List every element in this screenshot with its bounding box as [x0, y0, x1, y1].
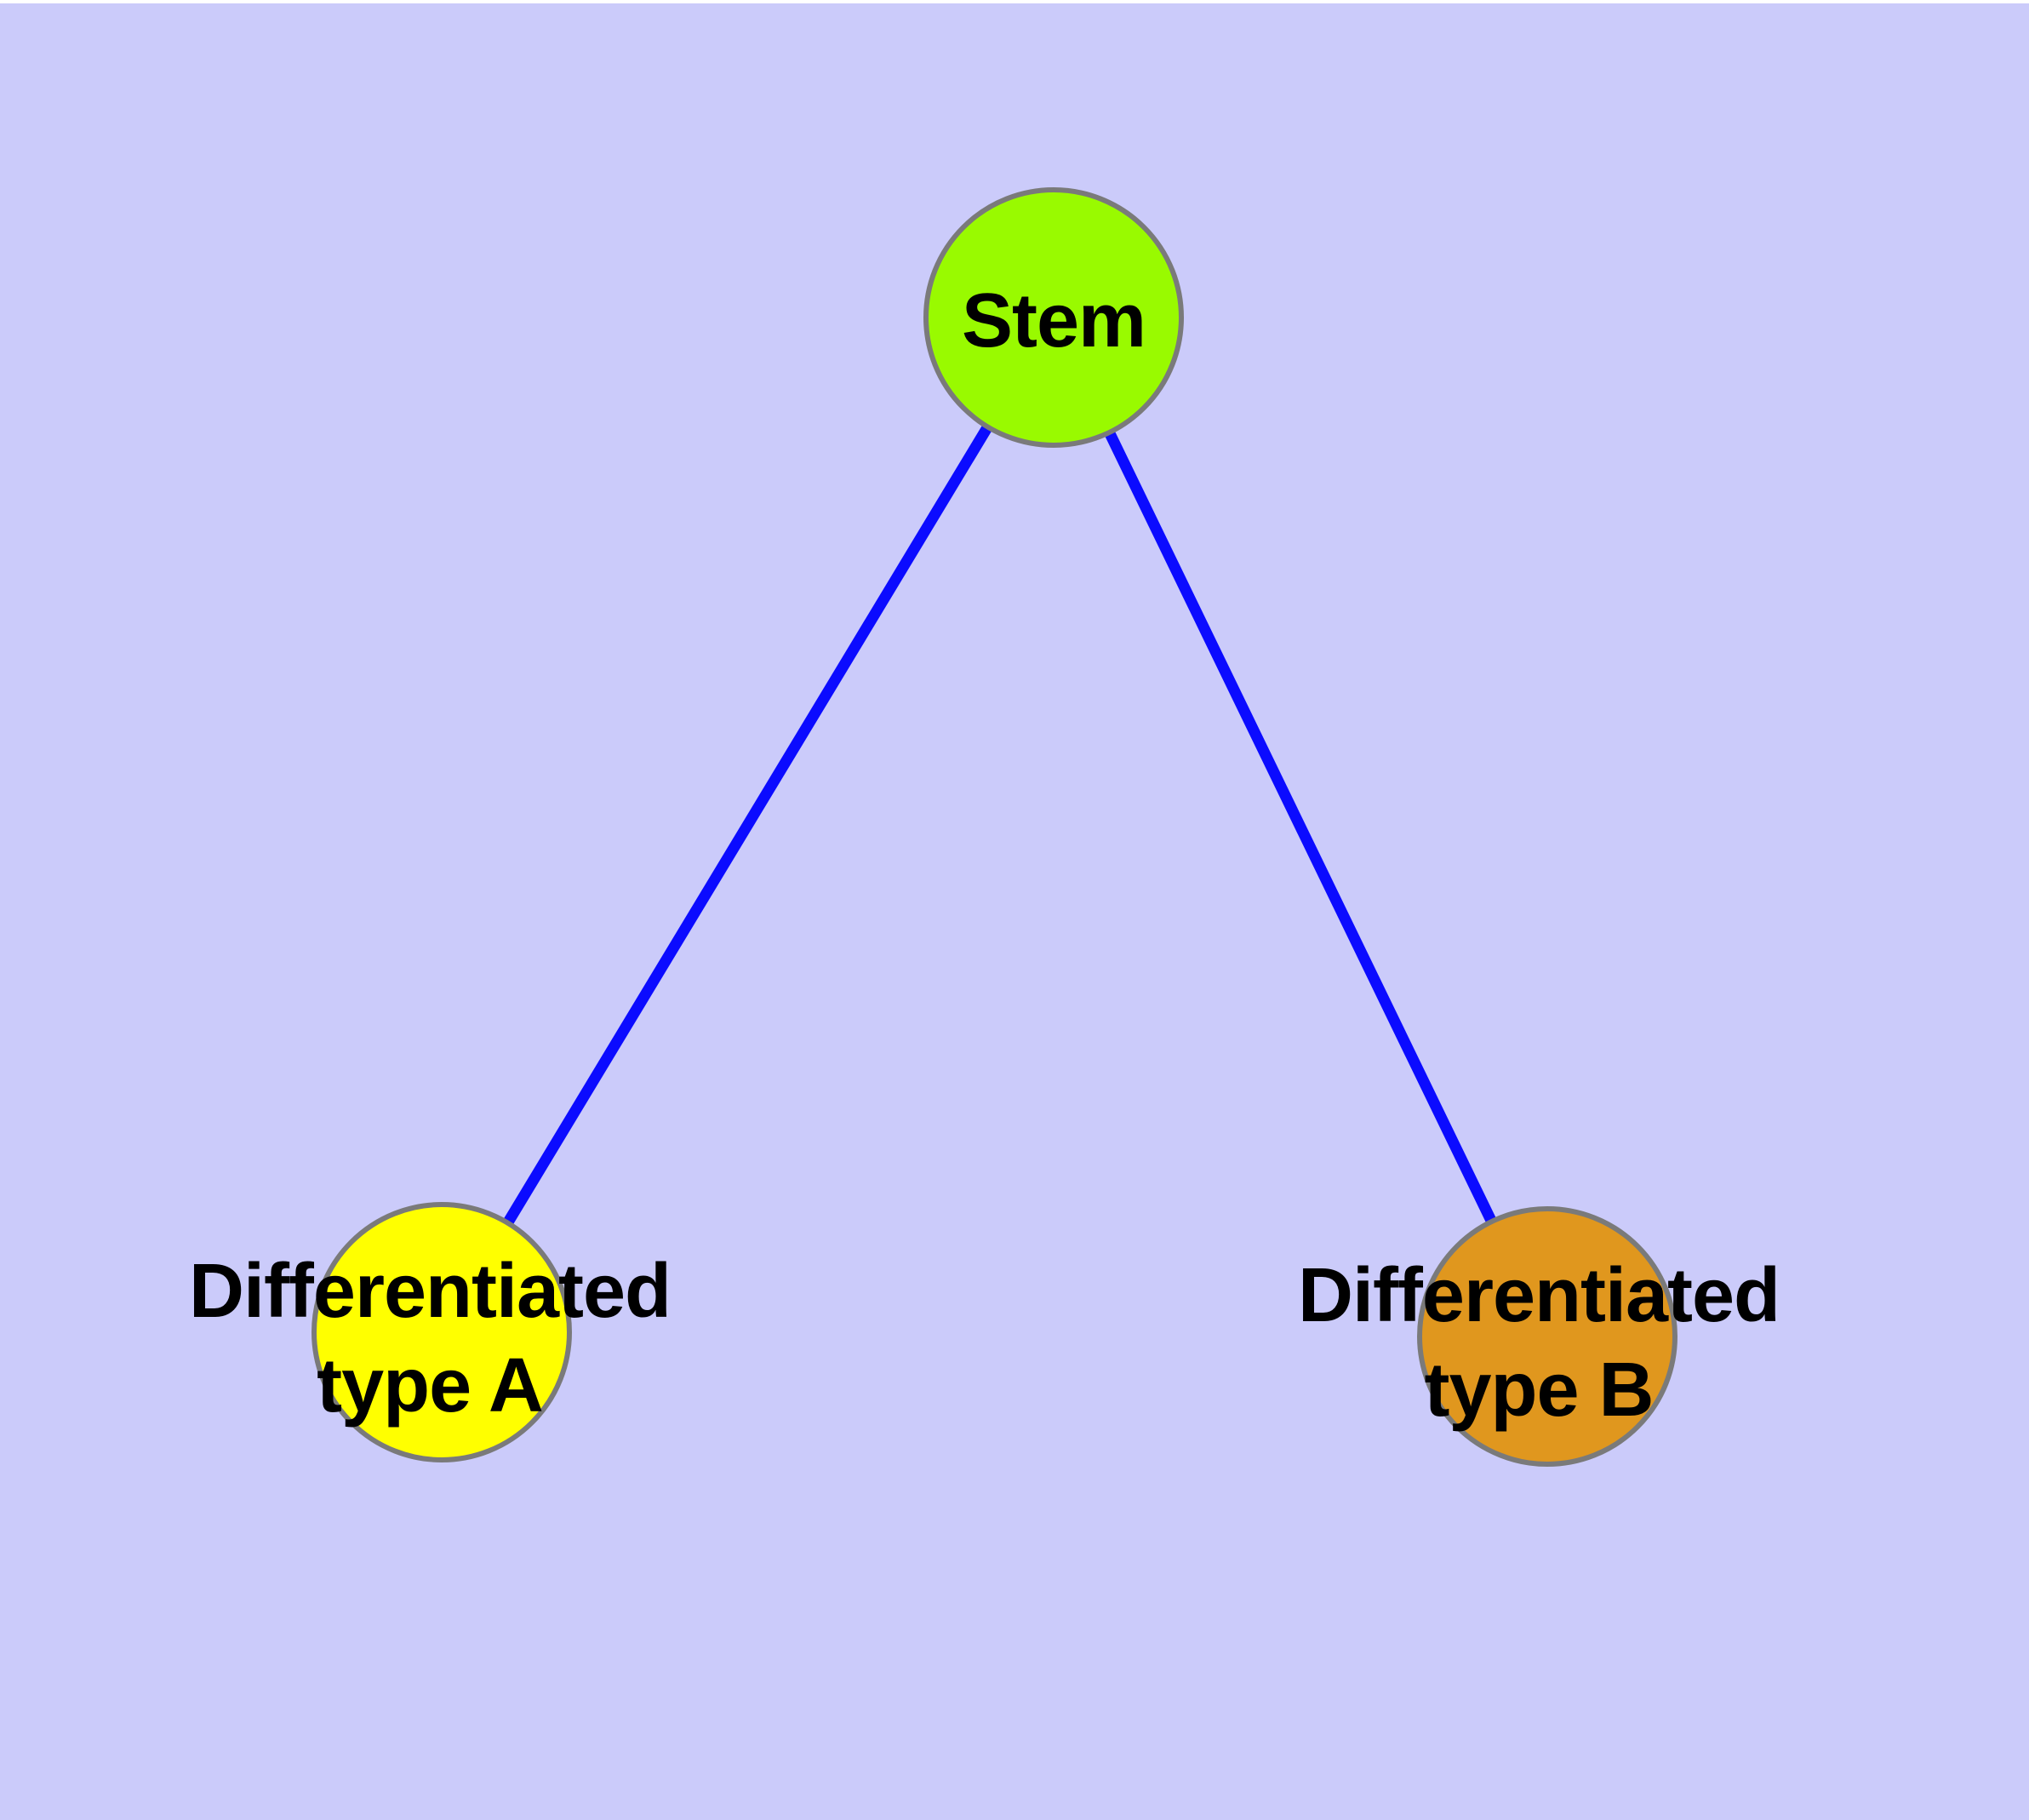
node-type-b-label-line2: type B	[1424, 1348, 1653, 1433]
edge-stem-to-type-b	[1049, 315, 1552, 1339]
node-stem	[923, 187, 1184, 448]
node-differentiated-type-a	[311, 1202, 572, 1462]
node-stem-label: Stem	[962, 278, 1146, 363]
node-type-a-label-line1: Differentiated	[189, 1249, 671, 1334]
node-type-a-label-line2: type A	[317, 1343, 543, 1428]
node-differentiated-type-b	[1417, 1206, 1677, 1467]
edge-stem-to-type-a	[437, 314, 1059, 1336]
node-type-b-label-line1: Differentiated	[1298, 1253, 1780, 1338]
